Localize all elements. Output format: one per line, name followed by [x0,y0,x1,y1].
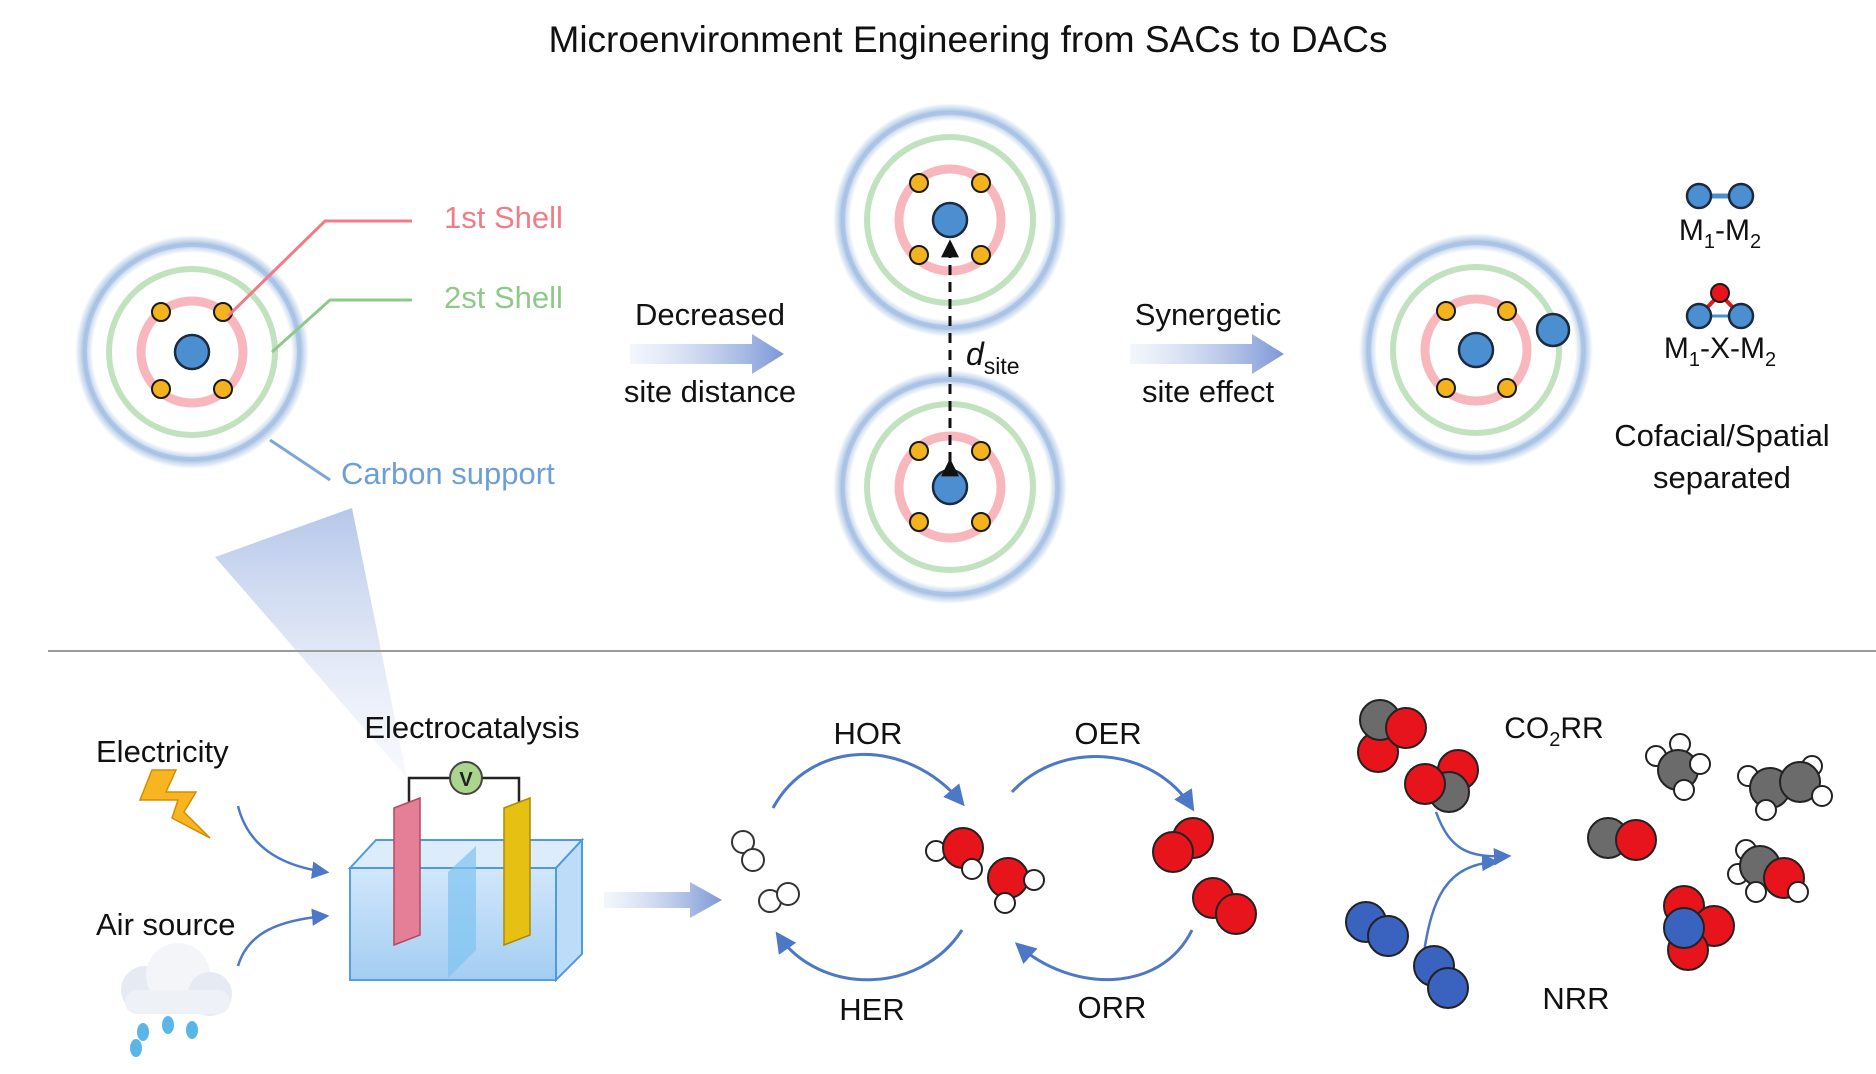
her-label: HER [839,992,904,1027]
electricity-arrow [236,805,330,879]
ligand-atom [971,173,991,193]
co2-molecule [1357,699,1427,773]
carbon-support-label: Carbon support [341,456,555,491]
diagram-title: Microenvironment Engineering from SACs t… [549,19,1388,60]
h2-molecule [758,882,800,913]
orr-label: ORR [1078,990,1147,1025]
anode [503,796,531,947]
first-shell-label: 1st Shell [444,200,563,235]
decreased-arrow [630,334,784,374]
oer-arrow [1010,755,1195,812]
methanol-molecule [1727,839,1809,903]
synergetic-arrow [1130,334,1284,374]
co2-molecule [1404,749,1479,813]
electrolysis-cell: V [347,761,585,983]
synergetic-label-2: site effect [1142,374,1275,409]
first-shell-callout [226,219,412,318]
ligand-atom [971,441,991,461]
dsite-label: dsite [966,336,1020,379]
air-arrow [236,908,330,967]
carbon-support-callout [269,438,331,482]
n2-molecule [1413,945,1469,1009]
circuit-wire [481,776,521,806]
voltmeter-icon [449,761,483,795]
o2-molecule [1152,817,1214,873]
c2h6-molecule [1737,755,1833,821]
metal-atom [931,201,969,239]
decreased-label: Decreased [635,297,785,332]
ligand-atom [909,441,929,461]
membrane [448,846,476,978]
hor-label: HOR [834,716,903,751]
co2rr-label: CO2RR [1504,712,1603,751]
voltmeter-label: V [459,769,473,791]
ligand-atom [909,512,929,532]
circuit-wire [407,776,451,808]
rain-cloud-icon [121,943,232,1057]
synergetic-label: Synergetic [1135,297,1281,332]
to-reactions-arrow [604,882,722,918]
hor-arrow [771,752,965,809]
metal-atom [173,333,211,371]
ligand-atom [1436,378,1456,398]
zoom-beam [215,508,407,778]
electricity-label: Electricity [96,734,229,769]
orr-arrow [1014,929,1194,981]
air-source-label: Air source [96,907,236,942]
metal-atom [1457,331,1495,369]
ligand-atom [971,512,991,532]
n2-in-arrow [1422,853,1500,953]
h2o-molecule [987,857,1045,914]
h2-molecule [731,830,765,872]
ch4-molecule [1645,733,1711,801]
ligand-atom [151,379,171,399]
n2-molecule [1345,901,1409,957]
ligand-atom [213,379,233,399]
co2-in-arrow [1434,811,1512,866]
m1-m2-label: M1-M2 [1679,214,1761,253]
dac-site [1358,232,1594,468]
metal-atom [931,468,969,506]
ligand-atom [151,302,171,322]
m1-m2-icon [1685,182,1755,210]
urea-molecule [1663,885,1735,971]
sac-site-bottom [832,369,1068,605]
electrocatalysis-label: Electrocatalysis [364,710,579,745]
lightning-icon [138,769,211,839]
ligand-atom [909,245,929,265]
m1-x-m2-label: M1-X-M2 [1664,332,1776,371]
second-shell-callout [270,298,412,354]
cathode [393,796,421,947]
m1-x-m2-icon [1685,283,1755,330]
ligand-atom [1497,378,1517,398]
ligand-atom [1497,301,1517,321]
sac-site-top [832,102,1068,338]
h2o-molecule [925,827,984,880]
nrr-label: NRR [1542,981,1609,1016]
second-metal-atom [1535,312,1571,348]
co-molecule [1587,817,1657,861]
decreased-label-2: site distance [624,374,796,409]
dac-caption: Cofacial/Spatial [1614,418,1829,453]
her-arrow [775,929,964,982]
ligand-atom [213,302,233,322]
ligand-atom [1436,301,1456,321]
o2-molecule [1192,877,1257,935]
oer-label: OER [1074,716,1141,751]
dac-caption-2: separated [1653,460,1791,495]
second-shell-label: 2st Shell [444,280,563,315]
ligand-atom [971,245,991,265]
ligand-atom [909,173,929,193]
